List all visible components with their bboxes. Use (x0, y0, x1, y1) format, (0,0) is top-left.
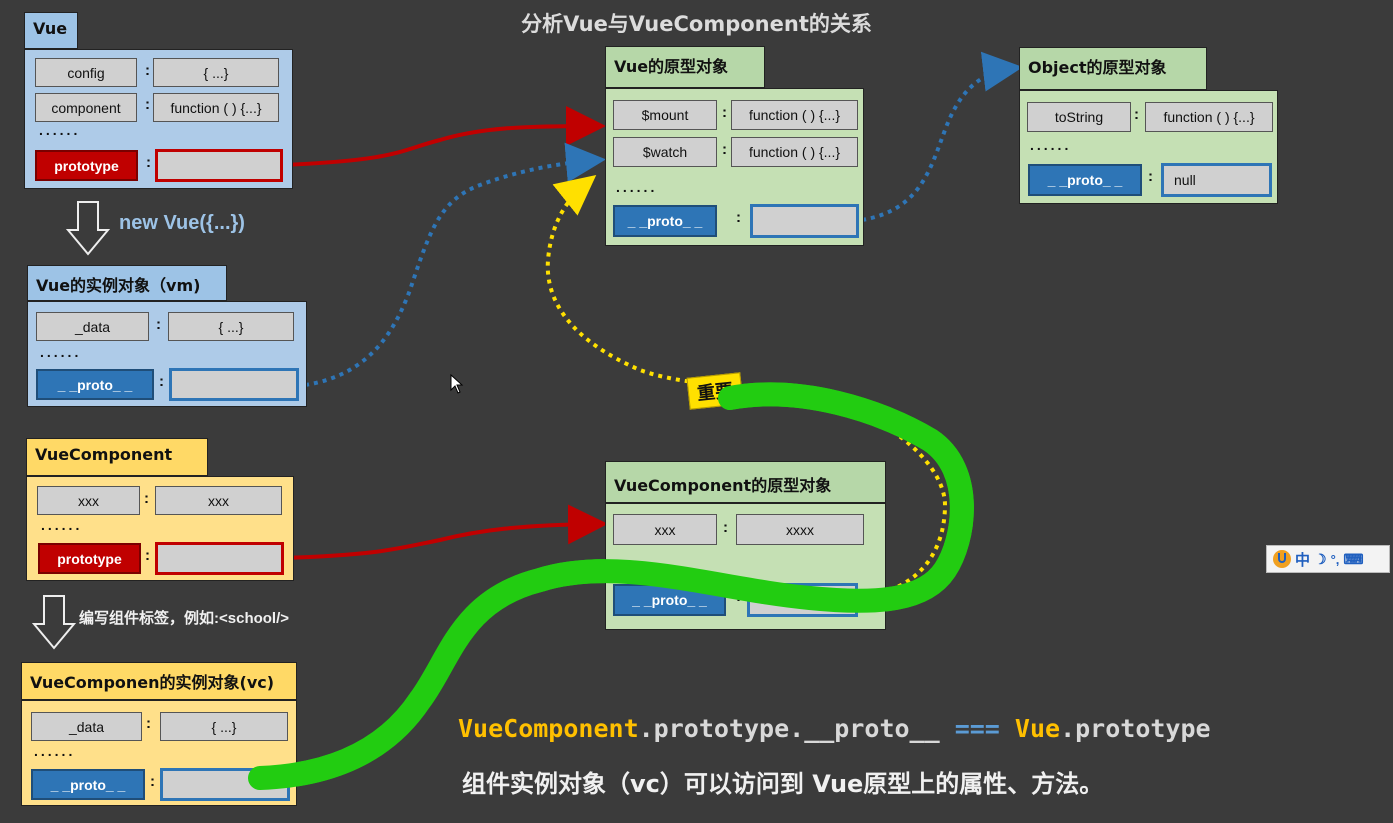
vc-ctor-header: VueComponent (26, 438, 208, 476)
formula-vue: Vue (1014, 714, 1061, 743)
vc-data-value: { ...} (160, 712, 288, 741)
vc-prototype-arrow (282, 504, 608, 560)
vue-prototype-arrow (282, 106, 606, 167)
page-title: 分析Vue与VueComponent的关系 (521, 12, 872, 36)
vue-proto-watch-value: function ( ) {...} (731, 137, 858, 167)
vue-box: config : { ...} component : function ( )… (24, 49, 293, 189)
vm-proto-value (169, 368, 299, 401)
vc-proto-header: VueComponent的原型对象 (605, 461, 886, 503)
down-arrow-icon (66, 201, 110, 256)
object-tostring-key: toString (1027, 102, 1131, 132)
object-tostring-colon: : (1134, 106, 1139, 123)
vm-proto-key: _ _proto_ _ (36, 369, 154, 400)
write-tag-label: 编写组件标签，例如:<school/> (79, 610, 290, 627)
object-proto-null: null (1161, 163, 1272, 197)
vc-ctor-dots: ...... (41, 517, 83, 533)
vm-data-colon: : (156, 316, 161, 333)
vm-data-key: _data (36, 312, 149, 341)
vc-data-colon: : (146, 715, 151, 732)
vc-ctor-prototype-key: prototype (38, 543, 141, 574)
formula-vuecomponent: VueComponent (458, 714, 639, 743)
vc-data-key: _data (31, 712, 142, 741)
keyboard-icon[interactable]: ⌨ (1343, 550, 1364, 567)
vue-prototype-key: prototype (35, 150, 138, 181)
vue-header: Vue (24, 12, 78, 49)
vm-box: _data : { ...} ...... _ _proto_ _ : (27, 301, 307, 407)
formula-equals: === (939, 714, 1015, 743)
vue-proto-proto-colon: : (736, 209, 741, 226)
important-tag: 重要 (686, 372, 744, 410)
vm-proto-colon: : (159, 373, 164, 390)
vue-config-value: { ...} (153, 58, 279, 87)
vm-dots: ...... (40, 344, 82, 360)
moon-icon[interactable]: ☽ (1314, 550, 1327, 567)
vc-ctor-prototype-colon: : (145, 547, 150, 564)
ime-logo-icon (1273, 550, 1291, 568)
vc-ctor-prototype-value (155, 542, 284, 575)
vue-component-value: function ( ) {...} (153, 93, 279, 122)
vc-box: _data : { ...} ...... _ _proto_ _ : (21, 700, 297, 806)
vue-config-key: config (35, 58, 137, 87)
vc-ctor-box: xxx : xxx ...... prototype : (26, 476, 294, 581)
object-proto-proto-key: _ _proto_ _ (1028, 164, 1142, 196)
formula: VueComponent.prototype.__proto__ === Vue… (458, 714, 1211, 743)
formula-proto-chain: .prototype.__proto__ (638, 714, 940, 743)
ime-toolbar[interactable]: 中 ☽ °, ⌨ (1266, 545, 1390, 573)
conclusion-text: 组件实例对象（vc）可以访问到 Vue原型上的属性、方法。 (462, 770, 1104, 798)
vc-ctor-xxx-key: xxx (37, 486, 140, 515)
vc-proto-colon: : (150, 773, 155, 790)
vue-component-colon: : (145, 96, 150, 113)
vue-proto-mount-value: function ( ) {...} (731, 100, 858, 130)
vue-prototype-colon: : (146, 154, 151, 171)
vue-proto-mount-key: $mount (613, 100, 717, 130)
vue-proto-dots: ...... (616, 179, 658, 195)
vm-header: Vue的实例对象（vm) (27, 265, 227, 301)
vue-config-colon: : (145, 62, 150, 79)
mouse-cursor-icon (450, 374, 464, 394)
down-arrow-icon (32, 595, 76, 650)
vue-proto-proto-value (750, 204, 859, 238)
vue-prototype-value (155, 149, 283, 182)
vc-ctor-xxx-value: xxx (155, 486, 282, 515)
vue-proto-watch-key: $watch (613, 137, 717, 167)
vc-header: VueComponen的实例对象(vc) (21, 662, 297, 700)
vc-proto-xxx-value: xxxx (736, 514, 864, 545)
object-proto-box: toString : function ( ) {...} ...... _ _… (1019, 90, 1278, 204)
object-proto-dots: ...... (1030, 137, 1072, 153)
vue-proto-header: Vue的原型对象 (605, 46, 765, 88)
ime-chinese-label[interactable]: 中 (1295, 551, 1311, 569)
vue-proto-proto-arrow (861, 51, 1023, 222)
object-proto-header: Object的原型对象 (1019, 47, 1207, 90)
vc-proto-proto-value (747, 583, 858, 617)
vue-proto-proto-key: _ _proto_ _ (613, 205, 717, 237)
vm-data-value: { ...} (168, 312, 294, 341)
vc-proto-xxx-colon: : (723, 519, 728, 536)
object-tostring-value: function ( ) {...} (1145, 102, 1273, 132)
vc-ctor-xxx-colon: : (144, 490, 149, 507)
vue-dots: ...... (39, 122, 81, 138)
vc-proto-box: xxx : xxxx _ _proto_ _ : (605, 503, 886, 630)
vue-proto-box: $mount : function ( ) {...} $watch : fun… (605, 88, 864, 246)
new-vue-label: new Vue({...}) (119, 212, 245, 234)
vc-dots: ...... (34, 743, 76, 759)
object-proto-proto-colon: : (1148, 168, 1153, 185)
vue-component-key: component (35, 93, 137, 122)
vc-proto-proto-key: _ _proto_ _ (613, 584, 726, 616)
vc-proto-xxx-key: xxx (613, 514, 717, 545)
vc-proto-key: _ _proto_ _ (31, 769, 145, 800)
formula-prototype: .prototype (1060, 714, 1211, 743)
vc-proto-value (160, 768, 290, 801)
vc-proto-proto-colon: : (736, 588, 741, 605)
vm-proto-arrow (304, 142, 606, 387)
vue-proto-mount-colon: : (722, 104, 727, 121)
punctuation-icon[interactable]: °, (1330, 551, 1340, 567)
vue-proto-watch-colon: : (722, 141, 727, 158)
